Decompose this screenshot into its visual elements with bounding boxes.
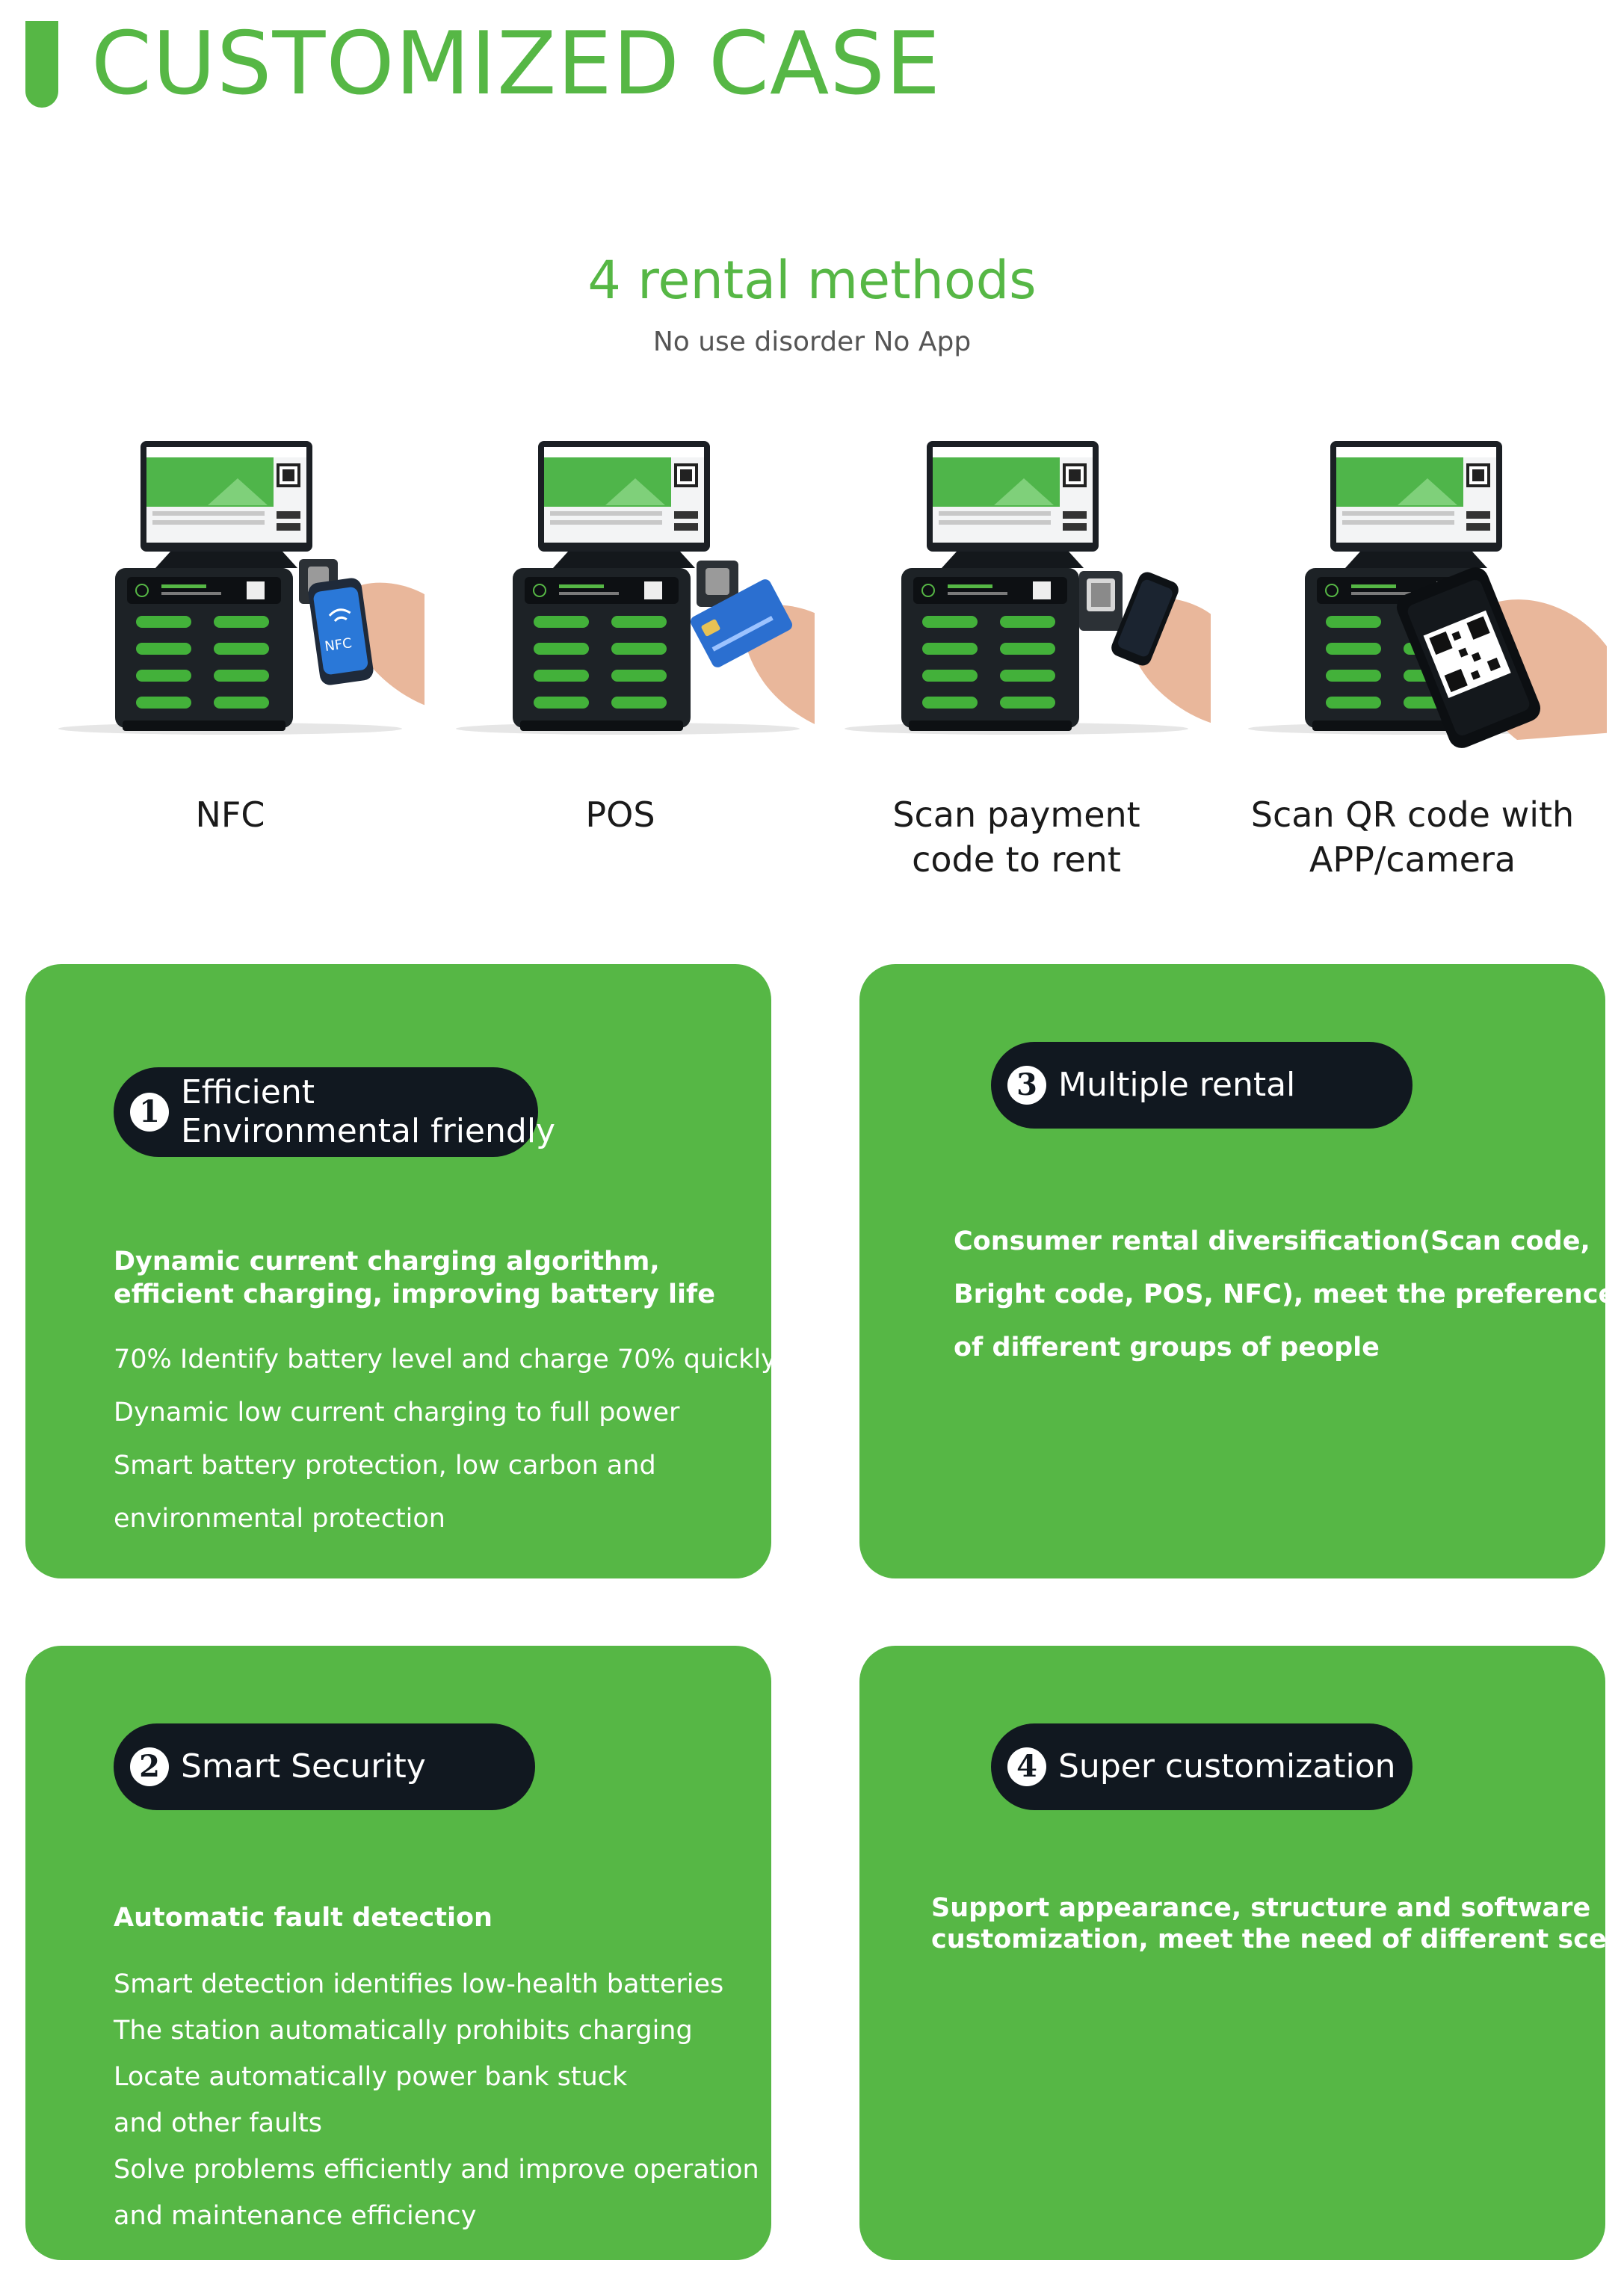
nfc-icon: NFC	[58, 440, 424, 735]
number-badge: 1	[130, 1093, 169, 1132]
feature-pill: 1 Efficient Environmental friendly	[114, 1067, 555, 1157]
method-pos: POS	[426, 419, 815, 897]
feature-pill: 4 Super customization	[991, 1723, 1412, 1810]
feature-card-smart-security: 2 Smart Security Automatic fault detecti…	[25, 1646, 771, 2260]
feature-card-efficient: 1 Efficient Environmental friendly Dynam…	[25, 964, 777, 1578]
feature-body: Smart detection identifies low-health ba…	[114, 1969, 759, 2231]
feature-pill: 3 Multiple rental	[991, 1042, 1412, 1129]
qr-icon	[1247, 440, 1607, 748]
feature-highlight: Consumer rental diversification(Scan cod…	[954, 1226, 1624, 1362]
section-heading: 4 rental methods	[587, 250, 1037, 311]
section-subheading: No use disorder No App	[652, 327, 972, 357]
feature-title: Smart Security	[181, 1747, 426, 1786]
feature-body: 70% Identify battery level and charge 70…	[114, 1345, 777, 1534]
card-icon	[455, 440, 815, 735]
feature-title: Efficient Environmental friendly	[181, 1073, 556, 1150]
method-label: Scan payment code to rent	[892, 794, 1140, 880]
method-scan-qr: Scan QR code with APP/camera	[1218, 419, 1607, 897]
method-label: POS	[585, 794, 655, 835]
feature-highlight: Dynamic current charging algorithm, effi…	[114, 1247, 716, 1309]
method-scan-payment: Scan payment code to rent	[822, 419, 1211, 897]
method-nfc: NFC NFC	[36, 419, 424, 897]
feature-highlight: Automatic fault detection	[114, 1903, 493, 1933]
method-label: NFC	[195, 794, 265, 835]
feature-card-multiple-rental: 3 Multiple rental Consumer rental divers…	[859, 964, 1624, 1578]
nfc-badge-text: NFC	[324, 635, 353, 655]
number-badge: 3	[1007, 1066, 1046, 1105]
feature-title: Super customization	[1058, 1747, 1396, 1786]
feature-pill: 2 Smart Security	[114, 1723, 535, 1810]
title-accent-bar	[25, 21, 58, 108]
page-title: CUSTOMIZED CASE	[91, 13, 942, 114]
method-label: Scan QR code with APP/camera	[1250, 794, 1575, 880]
number-badge: 2	[130, 1747, 169, 1786]
scanner-icon	[844, 440, 1211, 735]
feature-card-customization: 4 Super customization Support appearance…	[859, 1646, 1624, 2260]
feature-title: Multiple rental	[1058, 1066, 1296, 1104]
feature-highlight: Support appearance, structure and softwa…	[931, 1893, 1624, 1954]
number-badge: 4	[1007, 1747, 1046, 1786]
